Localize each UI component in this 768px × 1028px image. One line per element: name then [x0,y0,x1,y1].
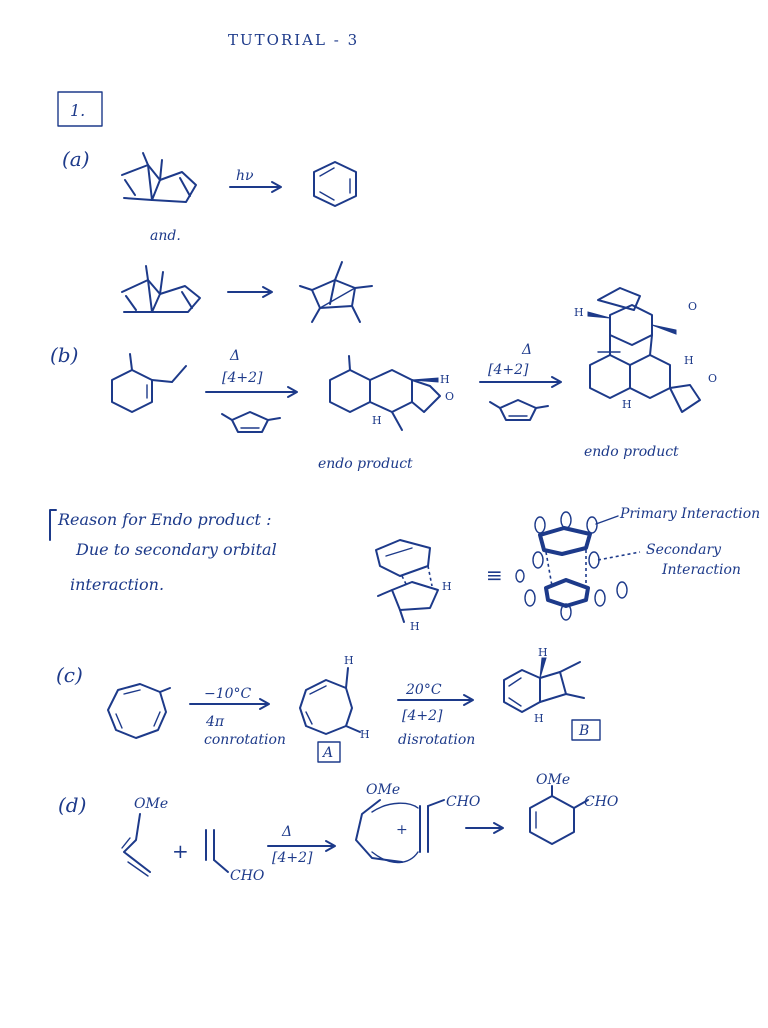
h-label-3: H [574,306,584,319]
cyclohexene-product [529,785,589,845]
h-label-6: H [442,580,452,593]
dewar-benzene-structure [121,152,197,203]
diene-structure [111,353,187,413]
plus-sign-2: + [396,822,408,838]
transition-state-d [355,799,445,864]
h-label-11: H [534,712,544,725]
arrowhead-d2 [493,822,504,834]
intermediate-label: A [321,745,333,761]
question-number-box [57,91,103,127]
ome-label: OMe [134,796,168,812]
ome-label-3: OMe [536,772,570,788]
h-label-2: H [372,414,382,427]
cyclooctatetraene [107,683,171,739]
maleic-anhydride [221,411,281,433]
intermediate-box [317,741,341,763]
cho-label: CHO [230,868,265,884]
reaction-label-1: [4+2] [222,370,263,386]
secondary-label-2: Interaction [661,562,741,578]
acrolein [205,829,229,873]
reaction-label-d: [4+2] [272,850,313,866]
reason-line-2: interaction. [70,575,164,594]
methoxy-diene [121,813,151,877]
dewar-benzene-structure-2 [121,265,201,313]
part-a-label: (a) [62,147,90,171]
primary-interaction-label: Primary Interaction [619,506,760,522]
h-label-9: H [360,728,370,741]
plus-sign: + [172,839,189,863]
step-2-a: [4+2] [402,708,443,724]
part-b-label: (b) [50,343,78,367]
endo-transition-state [375,539,439,623]
ome-label-2: OMe [366,782,400,798]
arrowhead-2 [262,286,273,298]
arrowhead-b1 [287,386,298,398]
maleic-anhydride-2 [489,399,549,421]
h-label-10: H [538,646,548,659]
temp-2: 20°C [405,682,442,698]
endo-product-label-2: endo product [584,444,679,460]
page-title: TUTORIAL - 3 [228,31,359,49]
temp-1: −10°C [204,686,252,702]
secondary-pointer [597,551,641,561]
h-label: H [440,373,450,386]
h-label-7: H [410,620,420,633]
equals-sign: ≡ [486,563,503,587]
orbital-diagram [515,511,628,621]
endo-product-label-1: endo product [318,456,413,472]
step-1-a: 4π [205,714,225,730]
secondary-label-1: Secondary [646,542,722,558]
hv-reagent: hν [236,168,254,184]
cyclooctatriene [299,667,361,735]
reaction-label-2: [4+2] [488,362,529,378]
h-label-4: H [684,354,694,367]
primary-pointer [595,515,619,525]
o-label: O [445,390,454,403]
product-label: B [578,723,589,739]
delta-d: Δ [281,824,292,840]
prismane-structure [299,261,373,323]
delta-2: Δ [521,342,532,358]
product-box [571,719,601,741]
reason-heading: Reason for Endo product : [57,510,271,529]
question-number: 1. [70,101,85,120]
endo-adduct-1 [329,355,441,431]
bicyclic-product [503,657,585,713]
reason-bracket [49,509,57,541]
arrowhead-b2 [551,376,562,388]
bis-adduct [587,287,701,413]
arrowhead [271,181,282,193]
h-label-5: H [622,398,632,411]
delta-1: Δ [229,348,240,364]
step-1-b: conrotation [204,732,286,748]
reason-line-1: Due to secondary orbital [75,540,277,559]
h-label-8: H [344,654,354,667]
part-d-label: (d) [58,793,86,817]
o-label-2: O [708,372,717,385]
step-2-b: disrotation [398,732,475,748]
and-connector: and. [150,228,181,244]
benzene-structure [313,161,357,207]
o-label-3: O [688,300,697,313]
arrowhead-d [325,840,336,852]
arrowhead-c2 [463,694,474,706]
arrowhead-c1 [259,698,270,710]
cho-label-3: CHO [584,794,619,810]
part-c-label: (c) [56,663,83,687]
cho-label-2: CHO [446,794,481,810]
